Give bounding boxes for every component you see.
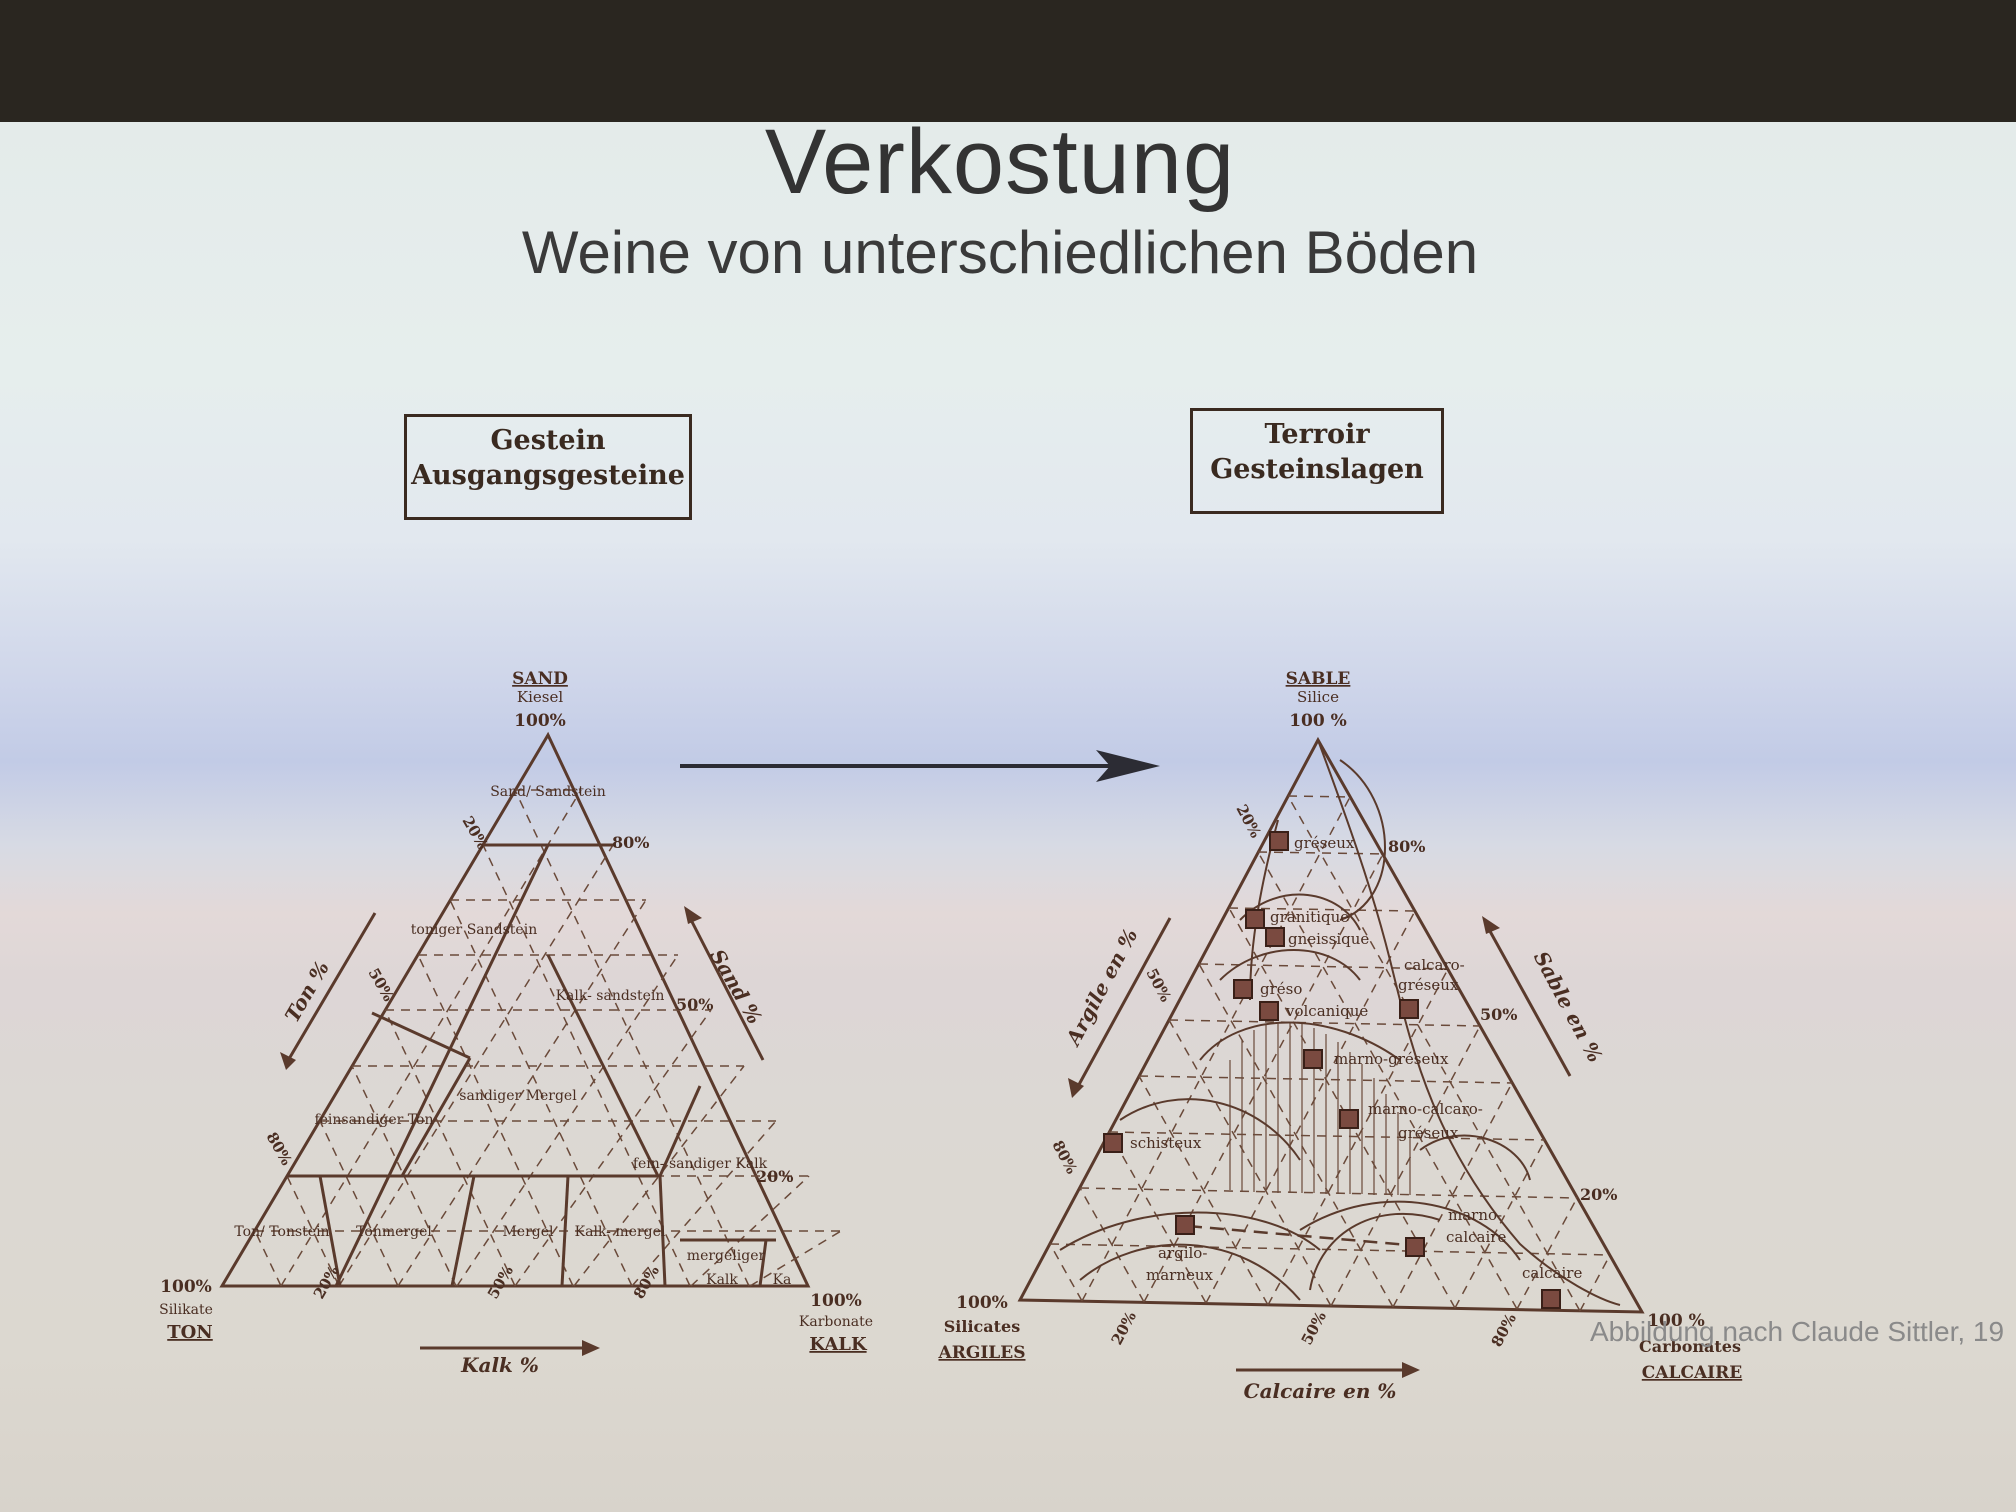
right-corner-name-left: KALK (809, 1334, 868, 1355)
left-corner-sub: Silikate (159, 1302, 213, 1318)
region-argilo: argilo- (1158, 1244, 1207, 1262)
region-kalkmergel: Kalk- mergel (575, 1224, 666, 1240)
right-tick-80-right: 80% (1388, 837, 1425, 856)
right-tick-20-left: 20% (1232, 801, 1264, 840)
right-grid (1049, 795, 1611, 1312)
left-corner-pct: 100% (160, 1277, 212, 1297)
left-top-pct: 100% (514, 711, 566, 731)
left-tick-80-left: 80% (263, 1129, 296, 1168)
region-sand: Sand/ Sandstein (490, 784, 606, 800)
region-ka: Ka (773, 1272, 792, 1288)
right-arcs (1059, 739, 1621, 1306)
right-markers (1103, 831, 1561, 1309)
region-volcanique: volcanique (1285, 1002, 1368, 1020)
region-kalksandstein: Kalk- sandstein (556, 988, 665, 1004)
left-tick-20-left: 20% (459, 813, 492, 852)
right-corner-pct-left: 100% (810, 1291, 862, 1311)
region-mergel: Mergel (502, 1224, 554, 1240)
left-header-line2: Ausgangsgesteine (411, 460, 685, 491)
transition-arrow (680, 750, 1160, 782)
right-tick-80-left: 80% (1048, 1137, 1080, 1176)
right-left-corner-sub: Silicates (944, 1317, 1020, 1336)
left-axis-sand: Sand % (705, 945, 767, 1028)
left-tick-80-right: 80% (612, 833, 649, 852)
region-mergeliger: mergeliger (687, 1248, 766, 1264)
left-header-line1: Gestein (490, 425, 606, 456)
region-marno-calcaro-2: gréseux (1398, 1124, 1459, 1142)
right-left-corner-pct: 100% (956, 1293, 1008, 1313)
right-tick-20-bottom: 20% (1108, 1308, 1140, 1347)
region-gneissique: gneissique (1288, 930, 1369, 948)
left-tick-50-bottom: 50% (484, 1263, 517, 1302)
right-region-labels: gréseux granitique gneissique calcaro- g… (1130, 834, 1582, 1284)
left-tick-50-right: 50% (676, 995, 713, 1014)
right-right-corner-sub: Carbonates (1639, 1337, 1741, 1356)
right-top-label: SABLE (1286, 669, 1351, 689)
right-corner-sub-left: Karbonate (799, 1314, 873, 1330)
region-greseux: gréseux (1294, 834, 1355, 852)
region-toniger: toniger Sandstein (411, 922, 537, 938)
right-header-line1: Terroir (1264, 419, 1370, 450)
region-schisteux: schisteux (1130, 1134, 1202, 1152)
right-hatch (1229, 1022, 1411, 1195)
region-marno-greseux: marno-gréseux (1334, 1050, 1449, 1068)
left-axis-ton: Ton % (280, 957, 334, 1027)
left-region-labels: Sand/ Sandstein toniger Sandstein Kalk- … (234, 784, 791, 1288)
right-header-line2: Gesteinslagen (1210, 454, 1424, 485)
left-corner-name: TON (167, 1322, 213, 1343)
right-tick-80-bottom: 80% (1488, 1310, 1520, 1349)
right-tick-20-right: 20% (1580, 1185, 1617, 1204)
region-tonmergel: Tonmergel (356, 1224, 432, 1240)
region-marno: marno- (1448, 1206, 1502, 1224)
slide-subtitle: Weine von unterschiedlichen Böden (521, 219, 1479, 286)
right-axis-sable: Sable en % (1529, 947, 1607, 1066)
right-tick-50-right: 50% (1480, 1005, 1517, 1024)
slide-title: Verkostung (764, 111, 1236, 213)
right-axis-argile: Argile en % (1060, 925, 1142, 1051)
region-marno-calcaro: marno-calcaro- (1368, 1100, 1483, 1118)
left-tick-20-right: 20% (756, 1167, 793, 1186)
left-triangle: SAND Kiesel 100% 100% Silikate TON 100% … (159, 669, 873, 1377)
region-granitique: granitique (1270, 908, 1349, 926)
region-feinsand-kalk: fein- sandiger Kalk (633, 1156, 768, 1172)
region-calcaro: calcaro- (1404, 956, 1465, 974)
region-marneux: marneux (1146, 1266, 1214, 1284)
region-calcaire: calcaire (1522, 1264, 1582, 1282)
region-sandiger: sandiger Mergel (459, 1088, 577, 1104)
right-top-sub: Silice (1297, 688, 1339, 706)
right-left-corner-name: ARGILES (938, 1343, 1026, 1363)
region-calcaire-right: calcaire (1446, 1228, 1506, 1246)
right-axis-calcaire: Calcaire en % (1244, 1379, 1397, 1403)
left-top-sub: Kiesel (517, 688, 563, 706)
right-right-corner-pct: 100 % (1647, 1311, 1705, 1331)
left-top-label: SAND (512, 669, 568, 689)
image-credit: Abbildung nach Claude Sittler, 19 (1590, 1316, 2005, 1347)
left-header-box: Gestein Ausgangsgesteine (404, 414, 692, 520)
right-top-pct: 100 % (1289, 711, 1347, 731)
left-region-borders (287, 843, 776, 1287)
region-kalk: Kalk (706, 1272, 738, 1288)
right-right-corner-name: CALCAIRE (1642, 1363, 1742, 1383)
region-feinsand-ton: feinsandiger Ton (314, 1112, 433, 1128)
region-greso: gréso (1260, 980, 1302, 998)
right-triangle: SABLE Silice 100 % 100% Silicates ARGILE… (938, 669, 1743, 1403)
right-tick-50-left: 50% (1142, 965, 1174, 1004)
left-axis-arrows (280, 906, 765, 1356)
region-calcaro-2: gréseux (1398, 976, 1459, 994)
left-axis-kalk: Kalk % (460, 1353, 539, 1377)
right-tick-50-bottom: 50% (1298, 1308, 1330, 1347)
right-axis-arrows (1068, 916, 1572, 1378)
right-dashed-line (1187, 1224, 1421, 1248)
right-header-box: Terroir Gesteinslagen (1190, 408, 1444, 514)
region-ton: Ton/ Tonstein (234, 1224, 329, 1240)
